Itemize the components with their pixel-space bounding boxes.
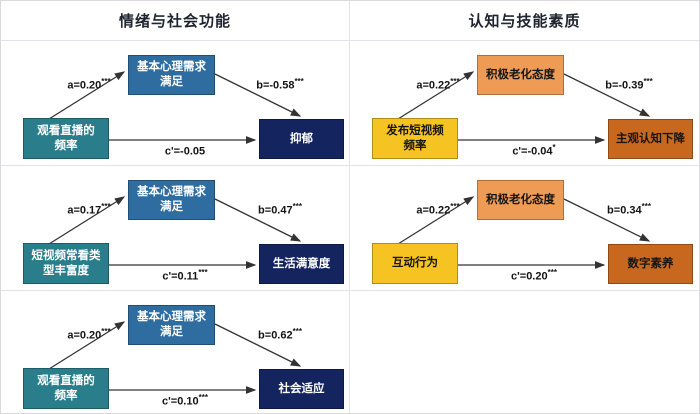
- predictor-label-line2: 频率: [54, 389, 78, 402]
- outcome-box: 数字素养: [608, 244, 693, 284]
- header-right-title: 认知与技能素质: [468, 13, 581, 30]
- predictor-label: 短视频常看类: [31, 249, 101, 262]
- predictor-box: 观看直播的 频率: [23, 118, 109, 159]
- predictor-label: 观看直播的: [37, 374, 95, 387]
- mediator-label: 积极老化态度: [486, 193, 555, 206]
- path-arrows: [48, 321, 302, 394]
- predictor-label: 互动行为: [392, 257, 438, 270]
- path-b-coefficient: b=0.47***: [258, 202, 302, 217]
- path-c-coefficient: c'=0.10***: [162, 393, 208, 408]
- predictor-box: 互动行为: [372, 243, 458, 284]
- column-header-emotion-social: 情绪与社会功能: [1, 1, 350, 41]
- outcome-box: 主观认知下降: [608, 119, 693, 159]
- diagram-interaction-digital-literacy: 互动行为 积极老化态度 数字素养 a=0.22*** b=0.34*** c'=…: [350, 166, 699, 291]
- mediator-label-line2: 满足: [160, 326, 183, 338]
- outcome-label: 主观认知下降: [616, 132, 685, 145]
- mediator-box: 基本心理需求 满足: [128, 180, 215, 220]
- mediator-label: 基本心理需求: [137, 186, 206, 199]
- outcome-label: 数字素养: [627, 257, 674, 270]
- path-a-coefficient: a=0.22***: [416, 77, 460, 92]
- path-b-coefficient: b=0.62***: [258, 327, 302, 342]
- column-header-cognition-skill: 认知与技能素质: [350, 1, 699, 41]
- diagram-content-variety-life-satisfaction: 短视频常看类 型丰富度 基本心理需求 满足 生活满意度 a=0.17*** b=…: [1, 166, 350, 291]
- header-left-title: 情绪与社会功能: [118, 13, 231, 30]
- path-c-coefficient: c'=-0.05: [164, 145, 206, 158]
- path-c-coefficient: c'=0.11***: [162, 268, 208, 283]
- mediator-box: 积极老化态度: [477, 180, 564, 220]
- predictor-label-line2: 型丰富度: [43, 264, 89, 277]
- outcome-label: 抑郁: [290, 132, 313, 145]
- outcome-label: 社会适应: [278, 382, 325, 395]
- predictor-label-line2: 频率: [403, 139, 427, 152]
- path-a-coefficient: a=0.20***: [67, 77, 111, 92]
- mediator-label-line2: 满足: [160, 76, 183, 88]
- mediator-label: 基本心理需求: [137, 61, 206, 74]
- mediator-label: 基本心理需求: [137, 311, 206, 324]
- predictor-label: 发布短视频: [386, 124, 444, 137]
- empty-cell: [350, 291, 699, 413]
- mediator-label-line2: 满足: [160, 201, 183, 213]
- outcome-box: 社会适应: [259, 369, 344, 409]
- path-a-coefficient: a=0.20***: [67, 327, 111, 342]
- diagram-live-frequency-social-adaptation: 观看直播的 频率 基本心理需求 满足 社会适应 a=0.20*** b=0.62…: [1, 291, 350, 413]
- predictor-box: 观看直播的 频率: [23, 368, 109, 409]
- diagram-live-frequency-depression: 观看直播的 频率 基本心理需求 满足 抑郁 a=0.20*** b=-0.58*…: [1, 41, 350, 166]
- path-b-coefficient: b=-0.39***: [605, 77, 653, 92]
- outcome-label: 生活满意度: [272, 257, 331, 270]
- outcome-box: 生活满意度: [259, 244, 344, 284]
- mediator-box: 积极老化态度: [477, 55, 564, 95]
- predictor-box: 短视频常看类 型丰富度: [23, 243, 109, 284]
- mediator-box: 基本心理需求 满足: [128, 55, 215, 95]
- path-arrows: [48, 71, 302, 144]
- path-arrows: [397, 196, 651, 269]
- path-arrows: [397, 71, 651, 144]
- predictor-label-line2: 频率: [54, 139, 78, 152]
- outcome-box: 抑郁: [259, 119, 344, 159]
- path-a-coefficient: a=0.22***: [416, 202, 460, 217]
- path-arrows: [48, 196, 302, 269]
- mediator-label: 积极老化态度: [486, 68, 555, 81]
- diagram-posting-frequency-cognitive-decline: 发布短视频 频率 积极老化态度 主观认知下降 a=0.22*** b=-0.39…: [350, 41, 699, 166]
- mediator-box: 基本心理需求 满足: [128, 305, 215, 345]
- path-b-coefficient: b=0.34***: [607, 202, 651, 217]
- predictor-label: 观看直播的: [37, 124, 95, 137]
- path-c-coefficient: c'=0.20***: [511, 268, 557, 283]
- path-b-coefficient: b=-0.58***: [256, 77, 304, 92]
- path-a-coefficient: a=0.17***: [67, 202, 111, 217]
- predictor-box: 发布短视频 频率: [372, 118, 458, 159]
- path-c-coefficient: c'=-0.04*: [512, 143, 556, 158]
